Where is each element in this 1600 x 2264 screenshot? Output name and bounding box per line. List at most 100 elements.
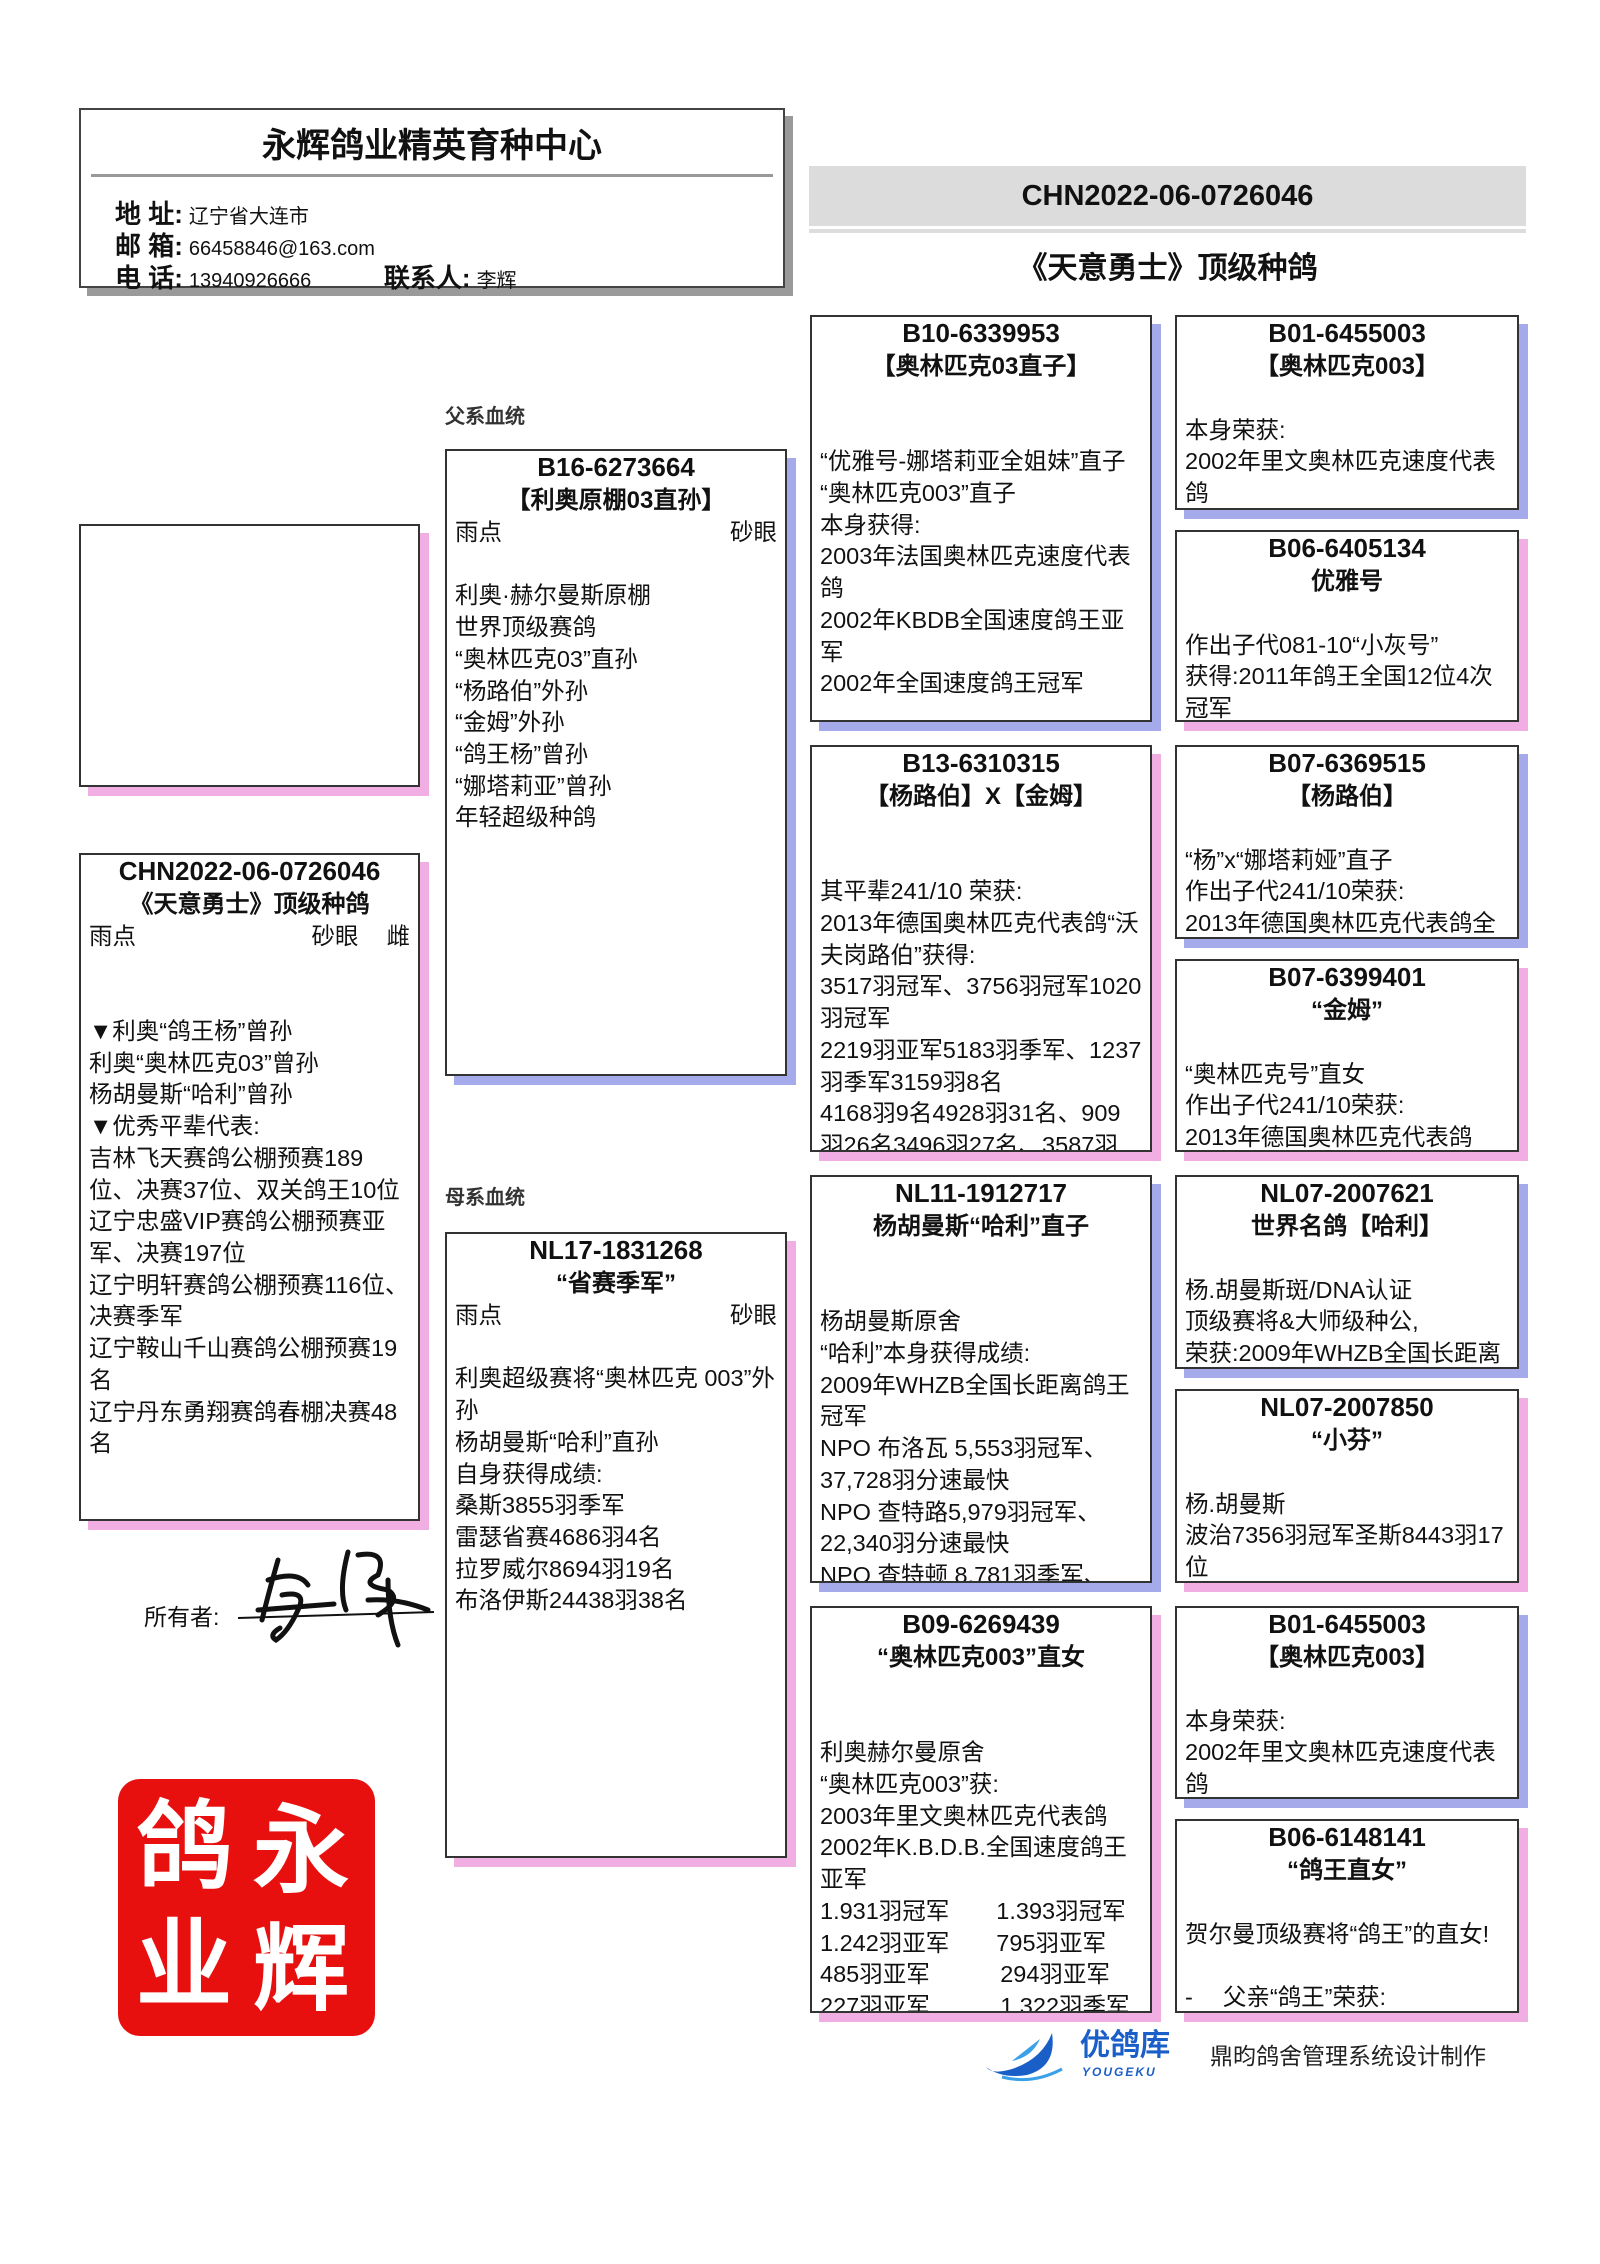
description-line: ▼利奥“鸽王杨”曾孙 xyxy=(89,1018,293,1045)
description-line xyxy=(820,813,1142,845)
description-line: 吉林飞天赛鸽公棚预赛189位、决赛37位、双关鸽王10位 xyxy=(89,1144,400,1203)
description-line xyxy=(89,953,410,985)
ring-id: B07-6369515 xyxy=(1268,748,1426,778)
description-line xyxy=(820,1674,1142,1706)
owner-signature xyxy=(238,1549,435,1648)
pigeon-title: 《天意勇士》顶级种鸽 xyxy=(1017,252,1318,285)
description-line xyxy=(455,549,777,581)
ring-id: B01-6455003 xyxy=(1268,318,1426,348)
description-line: 荣获:2009年WHZB全国长距离 xyxy=(1185,1340,1501,1367)
phone-value: 13940926666 xyxy=(188,270,312,292)
ring-id: B13-6310315 xyxy=(902,748,1060,778)
description-line: 2002年里文奥林匹克速度代表鸽 xyxy=(1185,448,1496,507)
pedigree-box-sss: B01-6455003【奥林匹克003】本身荣获:2002年里文奥林匹克速度代表… xyxy=(1175,315,1519,510)
pigeon-name: 【奥林匹克03直子】 xyxy=(871,353,1091,380)
description-line: 辽宁鞍山千山赛鸽公棚预赛19名 xyxy=(89,1335,398,1393)
pedigree-box-dd: B09-6269439“奥林匹克003”直女利奥赫尔曼原舍“奥林匹克003”获:… xyxy=(810,1606,1152,2013)
ring-id: B09-6269439 xyxy=(902,1609,1060,1639)
phone-label: 电 话: xyxy=(115,263,183,293)
description-line: 年轻超级种鸽 xyxy=(455,804,596,831)
pigeon-name: 《天意勇士》顶级种鸽 xyxy=(129,891,370,918)
pigeon-name: 【杨路伯】 xyxy=(1287,783,1407,810)
description-line: 利奥·赫尔曼斯原棚 xyxy=(455,582,651,609)
description-line: 2003年里文奥林匹克代表鸽 xyxy=(820,1802,1108,1829)
seal-char: 永 xyxy=(253,1794,349,1907)
description-line: 485羽亚军 294羽亚军 xyxy=(820,1961,1110,1988)
description-line: “金姆”外孙 xyxy=(455,709,565,736)
description-line: 4168羽9名4928羽31名、909羽26名3496羽27名、3587羽 xyxy=(820,1100,1121,1152)
description-line: “奥林匹克003”获: xyxy=(820,1771,999,1798)
description-line: 布洛伊斯24438羽38名 xyxy=(455,1587,688,1614)
pedigree-box-dss: NL07-2007621 世界名鸽【哈利】杨.胡曼斯斑/DNA认证顶级赛将&大师级… xyxy=(1175,1175,1519,1369)
description-line: 杨胡曼斯“哈利”曾孙 xyxy=(89,1081,293,1108)
pedigree-box-sdd: B07-6399401“金姆”“奥林匹克号”直女作出子代241/10荣获:201… xyxy=(1175,959,1519,1152)
pedigree-box-dds: B01-6455003【奥林匹克003】本身荣获:2002年里文奥林匹克速度代表… xyxy=(1175,1606,1519,1799)
description-line: 辽宁丹东勇翔赛鸽春棚决赛48名 xyxy=(89,1398,398,1457)
description-line: 杨.胡曼斯 xyxy=(1185,1490,1286,1517)
address-row: 地 址: 辽宁省大连市 xyxy=(115,194,309,231)
contact-value: 李辉 xyxy=(476,270,517,292)
loft-info-card: 永辉鸽业精英育种中心 地 址: 辽宁省大连市 邮 箱: 66458846@163… xyxy=(79,108,785,293)
pigeon-name: 世界名鸽【哈利】 xyxy=(1251,1213,1443,1240)
pedigree-box-dsd: NL07-2007850“小芬”杨.胡曼斯波治7356羽冠军圣斯8443羽17位 xyxy=(1175,1389,1519,1583)
description-line: “优雅号-娜塔莉亚全姐妹”直子 xyxy=(820,448,1126,475)
description-line: 其平辈241/10 荣获: xyxy=(820,878,1023,905)
description-line xyxy=(1185,1243,1509,1275)
description-line xyxy=(1185,1457,1509,1489)
swirl-logo-icon xyxy=(986,2033,1063,2082)
email-row: 邮 箱: 66458846@163.com xyxy=(115,226,375,263)
description-line xyxy=(455,1332,777,1364)
description-line xyxy=(1185,1674,1509,1706)
sire-line-label: 父系血统 xyxy=(445,406,525,428)
description-line: 贺尔曼顶级赛将“鸽王”的直女! xyxy=(1185,1920,1490,1947)
description-line xyxy=(89,984,410,1016)
description-line: 利奥超级赛将“奥林匹克 003”外孙 xyxy=(455,1365,775,1424)
description-line: 2002年全国速度鸽王冠军 xyxy=(820,670,1084,697)
description-line: 辽宁明轩赛鸽公棚预赛116位、决赛季军 xyxy=(89,1271,409,1330)
description-line xyxy=(1185,1887,1509,1919)
pedigree-box-dam: NL17-1831268“省赛季军”雨点砂眼利奥超级赛将“奥林匹克 003”外孙… xyxy=(445,1232,787,1858)
trait: 雌 xyxy=(386,923,411,949)
description-line: 杨.胡曼斯斑/DNA认证 xyxy=(1185,1276,1413,1303)
footer-logo: 优鸽库 YOUGEKU 鼎昀鸽舍管理系统设计制作 xyxy=(982,2029,1522,2084)
ring-id: B06-6148141 xyxy=(1268,1822,1426,1852)
description-line: 2219羽亚军5183羽季军、1237羽季军3159羽8名 xyxy=(820,1036,1142,1095)
trait: 砂眼 xyxy=(311,923,359,949)
description-line: 波治7356羽冠军圣斯8443羽17位 xyxy=(1185,1522,1504,1581)
description-line xyxy=(1185,1950,1509,1982)
description-line: 利奥“奥林匹克03”曾孙 xyxy=(89,1049,319,1076)
eye-pattern: 雨点 xyxy=(455,519,502,545)
eye-pattern: 雨点 xyxy=(455,1302,502,1328)
description-line: 2002年KBDB全国速度鸽王亚军 xyxy=(820,606,1125,665)
description-line xyxy=(1185,1027,1509,1059)
description-line: 世界顶级赛鸽 xyxy=(455,614,596,641)
description-line: NPO 布洛瓦 5,553羽冠军、37,728羽分速最快 xyxy=(820,1435,1108,1493)
ring-number: CHN2022-06-0726046 xyxy=(1021,180,1314,212)
traits-row: 雨点砂眼 xyxy=(455,1300,777,1332)
traits-row: 雨点砂眼雌 xyxy=(89,921,410,953)
pigeon-name: 【利奥原棚03直孙】 xyxy=(506,487,726,514)
seal-char: 辉 xyxy=(253,1912,349,2025)
description-line: 2002年里文奥林匹克速度代表鸽 xyxy=(1185,1739,1496,1798)
seal-char: 鸽 xyxy=(136,1790,232,1903)
description-line: 顶级赛将&大师级种公, xyxy=(1185,1308,1419,1335)
pigeon-name: 【奥林匹克003】 xyxy=(1254,353,1440,380)
description-line: 1.242羽亚军 795羽亚军 xyxy=(820,1929,1107,1956)
seal-char: 业 xyxy=(136,1908,232,2021)
contact-label: 联系人: xyxy=(383,263,471,293)
description-line: 辽宁忠盛VIP赛鸽公棚预赛亚军、决赛197位 xyxy=(89,1208,386,1266)
pedigree-box-ddd: B06-6148141“鸽王直女”贺尔曼顶级赛将“鸽王”的直女!- 父亲“鸽王”… xyxy=(1175,1819,1519,2013)
description-line xyxy=(820,415,1142,447)
ring-id: B16-6273664 xyxy=(537,452,695,482)
pigeon-name: “省赛季军” xyxy=(556,1270,676,1297)
address-label: 地 址: xyxy=(115,199,183,229)
brand-name: 优鸽库 xyxy=(1080,2029,1170,2062)
description-line: 2013年德国奥林匹克代表鸽全 xyxy=(1185,910,1496,937)
ring-id: NL07-2007621 xyxy=(1260,1178,1434,1208)
pigeon-name: “金姆” xyxy=(1311,997,1383,1024)
pigeon-name: 优雅号 xyxy=(1311,568,1383,595)
description-line xyxy=(820,1706,1142,1738)
description-line xyxy=(1185,598,1509,630)
description-line: “奥林匹克03”直孙 xyxy=(455,645,638,672)
